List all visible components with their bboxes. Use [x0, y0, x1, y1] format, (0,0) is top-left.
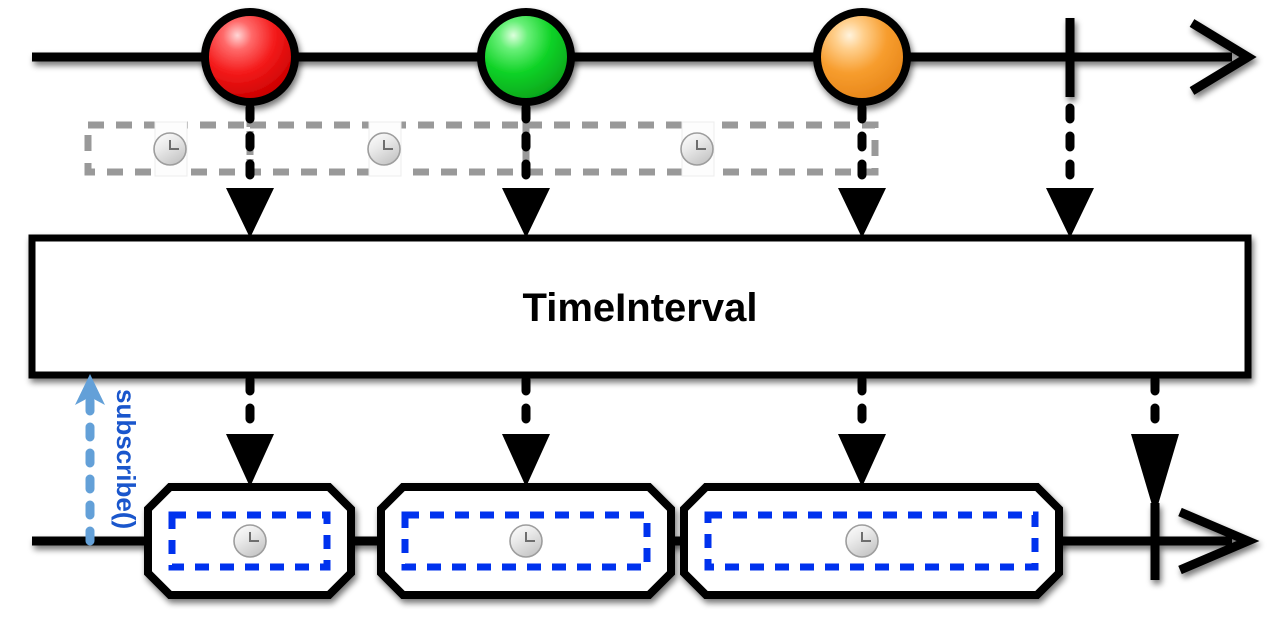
output-arrow-3 [838, 434, 886, 487]
source-marbles [201, 8, 911, 106]
input-arrow-3 [838, 188, 886, 238]
interval-dash-box-1 [168, 511, 331, 571]
input-arrow-complete [1046, 188, 1094, 238]
operator-box[interactable] [28, 234, 1252, 379]
result-timeline-arrowhead [1178, 507, 1260, 575]
marble-red[interactable] [201, 8, 299, 106]
output-arrow-1 [226, 434, 274, 487]
source-timeline-arrowhead [1189, 19, 1257, 95]
list-item[interactable] [144, 483, 355, 599]
clock-icon [845, 524, 879, 558]
marble-green[interactable] [477, 8, 575, 106]
clock-icon [153, 121, 188, 177]
input-arrow-2 [502, 188, 550, 238]
interval-dash-box-3 [704, 511, 1039, 571]
input-drop-lines [245, 103, 1075, 190]
input-arrowheads [226, 188, 1094, 238]
result-items [144, 483, 1063, 599]
interval-dash-box-2 [401, 511, 651, 571]
source-marble-stems [246, 95, 866, 112]
subscribe-arrow[interactable] [75, 374, 105, 546]
subscribe-arrowhead [75, 374, 105, 405]
subscribe-label: subscribe() [111, 389, 141, 529]
list-item[interactable] [680, 483, 1063, 599]
interval-group-clock-icons [153, 121, 715, 177]
output-arrow-complete [1131, 434, 1179, 515]
input-arrow-1 [226, 188, 274, 238]
output-drop-lines [245, 375, 1160, 435]
clock-icon [509, 524, 543, 558]
clock-icon [680, 121, 715, 177]
list-item[interactable] [377, 483, 675, 599]
output-arrow-2 [502, 434, 550, 487]
marble-orange[interactable] [813, 8, 911, 106]
output-arrowheads [226, 434, 1179, 515]
time-interval-measurement-groups [84, 121, 879, 176]
clock-icon [233, 524, 267, 558]
clock-icon [367, 121, 402, 177]
operator-label: TimeInterval [523, 286, 758, 330]
